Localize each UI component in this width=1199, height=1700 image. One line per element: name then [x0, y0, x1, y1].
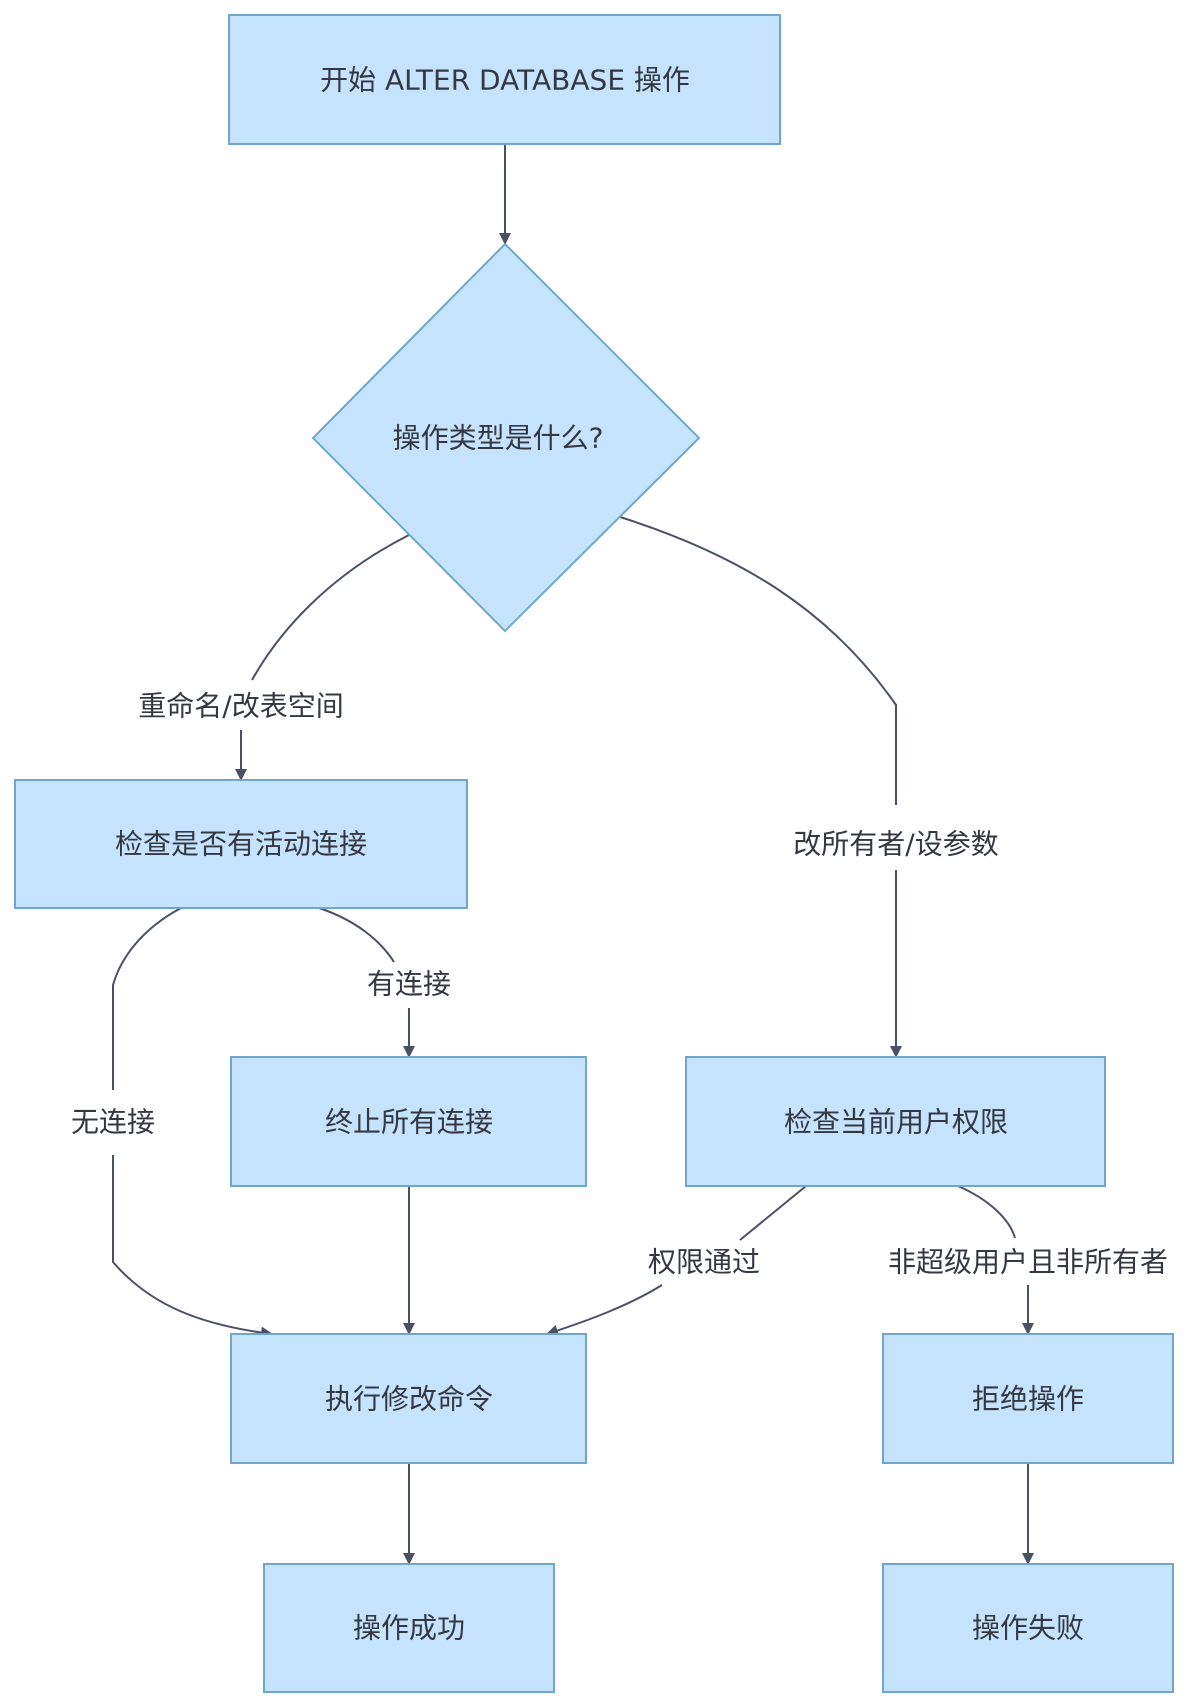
node-terminate-connections-label: 终止所有连接 — [325, 1106, 493, 1139]
node-start-label: 开始 ALTER DATABASE 操作 — [320, 64, 690, 97]
node-operation-failed: 操作失败 — [882, 1563, 1174, 1693]
node-check-connections: 检查是否有活动连接 — [14, 779, 468, 909]
edge-label-owner-params: 改所有者/设参数 — [793, 828, 998, 861]
node-execute-command-label: 执行修改命令 — [325, 1383, 493, 1416]
edge-label-rename-tablespace: 重命名/改表空间 — [138, 690, 343, 723]
edges — [112, 144, 1034, 1565]
edge-check-perm-to-reject — [957, 1185, 1016, 1239]
edge-label-has-connections: 有连接 — [367, 968, 451, 1001]
edge-decision-to-check-perm — [619, 516, 897, 805]
edge-check-perm-to-execute — [739, 1185, 807, 1241]
edge-check-conn-to-execute — [112, 907, 182, 1090]
node-operation-success-label: 操作成功 — [353, 1612, 465, 1645]
node-check-connections-label: 检查是否有活动连接 — [115, 828, 367, 861]
edge-check-perm-to-execute-lower — [546, 1284, 663, 1337]
node-operation-failed-label: 操作失败 — [972, 1612, 1084, 1645]
node-decision-label: 操作类型是什么? — [393, 422, 604, 455]
edge-label-permission-passed: 权限通过 — [648, 1246, 760, 1279]
node-reject-operation: 拒绝操作 — [882, 1333, 1174, 1464]
edge-decision-to-check-conn — [251, 534, 410, 681]
node-terminate-connections: 终止所有连接 — [230, 1056, 587, 1187]
edge-labels: 重命名/改表空间 改所有者/设参数 无连接 有连接 权限通过 非超级用户且非所有… — [71, 690, 1168, 1279]
edge-label-no-connections: 无连接 — [71, 1106, 155, 1139]
edge-check-conn-to-execute-lower — [112, 1155, 273, 1339]
node-check-permissions: 检查当前用户权限 — [685, 1056, 1106, 1187]
node-reject-operation-label: 拒绝操作 — [972, 1383, 1084, 1416]
node-check-permissions-label: 检查当前用户权限 — [784, 1106, 1008, 1139]
node-operation-success: 操作成功 — [263, 1563, 555, 1693]
edge-check-conn-to-terminate — [318, 907, 395, 963]
node-start: 开始 ALTER DATABASE 操作 — [228, 14, 781, 145]
node-execute-command: 执行修改命令 — [230, 1333, 587, 1464]
node-decision: 操作类型是什么? — [311, 242, 701, 633]
edge-label-not-superuser-not-owner: 非超级用户且非所有者 — [888, 1246, 1168, 1279]
